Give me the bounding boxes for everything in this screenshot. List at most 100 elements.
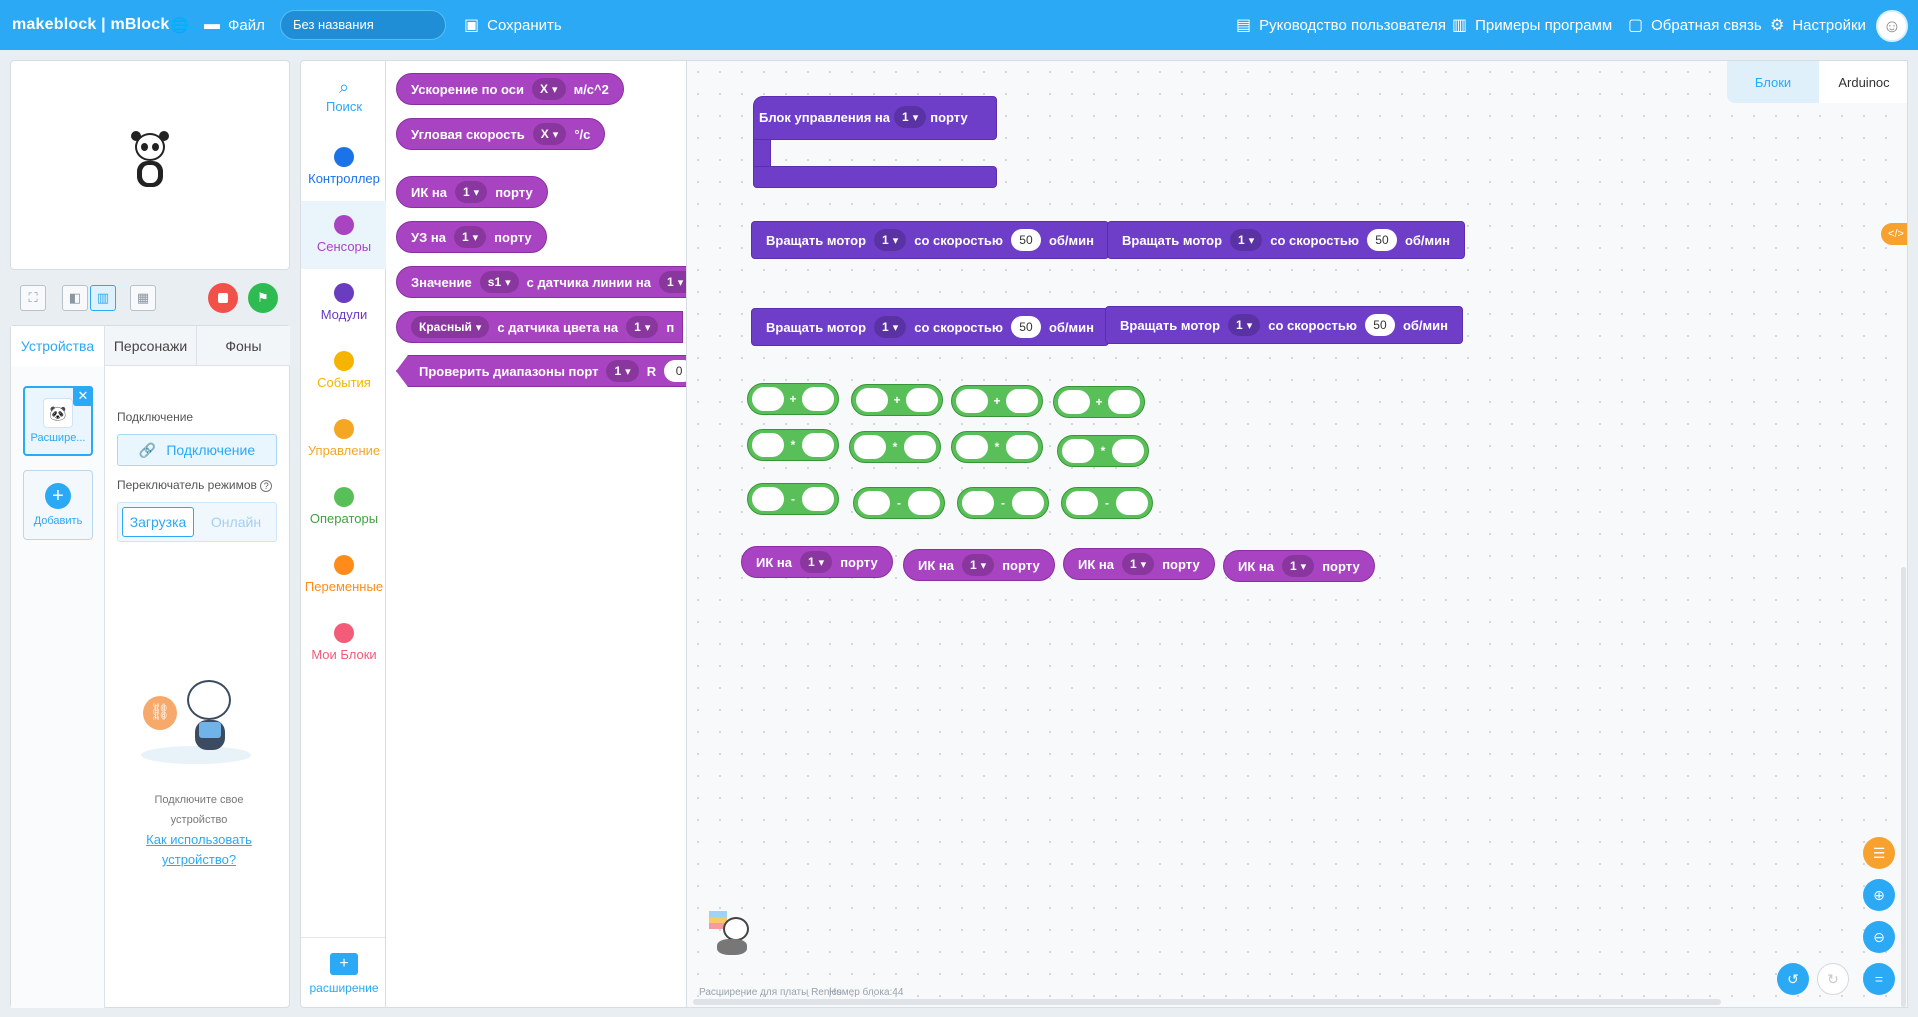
category-events[interactable]: События (301, 337, 387, 405)
clean-up-icon[interactable]: ☰ (1863, 837, 1895, 869)
palette-color-sensor-block[interactable]: Красныйс датчика цвета на1п (396, 311, 684, 343)
motor-port-dropdown[interactable]: 1 (1228, 314, 1261, 336)
category-search[interactable]: ⌕ Поиск (325, 77, 363, 114)
operand-input[interactable] (956, 435, 988, 459)
settings-menu[interactable]: ⚙Настройки (1770, 16, 1866, 35)
ir-sensor-block[interactable]: ИК на1порту (1223, 550, 1375, 582)
port-dropdown[interactable]: 1 (453, 226, 487, 248)
subtract-operator-block[interactable]: - (1061, 487, 1153, 519)
range-value-input[interactable]: 0 (664, 360, 686, 382)
save-button[interactable]: ▣Сохранить (464, 16, 562, 35)
port-dropdown[interactable]: 1 (1281, 555, 1315, 577)
vertical-scrollbar[interactable] (1901, 567, 1906, 1007)
operand-input[interactable] (1066, 491, 1098, 515)
horizontal-scrollbar[interactable] (693, 999, 1721, 1005)
speed-input[interactable]: 50 (1366, 229, 1397, 251)
multiply-operator-block[interactable]: * (951, 431, 1043, 463)
palette-acceleration-block[interactable]: Ускорение по осиXм/с^2 (396, 73, 624, 105)
connect-button[interactable]: 🔗Подключение (117, 434, 277, 466)
normal-stage-icon[interactable]: ▥ (90, 285, 116, 311)
port-dropdown[interactable]: 1 (894, 106, 927, 128)
operand-input[interactable] (956, 389, 988, 413)
operand-input[interactable] (801, 433, 834, 457)
tab-blocks[interactable]: Блоки (1727, 61, 1819, 103)
stage-preview[interactable] (10, 60, 290, 270)
tab-sprites[interactable]: Персонажи (105, 326, 197, 366)
howto-link-line1[interactable]: Как использовать (146, 832, 252, 847)
speed-input[interactable]: 50 (1010, 229, 1041, 251)
add-operator-block[interactable]: + (851, 384, 943, 416)
palette-range-check-block[interactable]: Проверить диапазоны порт1R0 (396, 355, 686, 387)
examples-link[interactable]: ▥Примеры программ (1452, 16, 1613, 35)
small-stage-icon[interactable]: ◧ (62, 285, 88, 311)
code-workspace[interactable]: Блоки Arduinoc </> Блок управления на1по… (686, 60, 1908, 1008)
undo-icon[interactable]: ↺ (1777, 963, 1809, 995)
language-globe-icon[interactable]: 🌐 (170, 17, 189, 34)
ir-sensor-block[interactable]: ИК на1порту (741, 546, 893, 578)
tab-backdrops[interactable]: Фоны (197, 326, 290, 366)
tab-arduinoc[interactable]: Arduinoc (1819, 61, 1907, 103)
palette-ir-block[interactable]: ИК на1порту (396, 176, 548, 208)
port-dropdown[interactable]: 1 (799, 551, 833, 573)
port-dropdown[interactable]: 1 (961, 554, 995, 576)
operand-input[interactable] (1058, 390, 1090, 414)
operand-input[interactable] (903, 435, 936, 459)
color-dropdown[interactable]: Красный (411, 316, 490, 338)
port-dropdown[interactable]: 1 (1121, 553, 1155, 575)
sensor-dropdown[interactable]: s1 (479, 271, 519, 293)
motor-port-dropdown[interactable]: 1 (874, 316, 907, 338)
subtract-operator-block[interactable]: - (957, 487, 1049, 519)
add-operator-block[interactable]: + (747, 383, 839, 415)
port-dropdown[interactable]: 1 (659, 271, 686, 293)
add-device-button[interactable]: + Добавить (23, 470, 93, 540)
multiply-operator-block[interactable]: * (849, 431, 941, 463)
operand-input[interactable] (908, 491, 940, 515)
operand-input[interactable] (1005, 389, 1038, 413)
operand-input[interactable] (1005, 435, 1038, 459)
tab-devices[interactable]: Устройства (11, 326, 105, 366)
green-flag-button[interactable]: ⚑ (248, 283, 278, 313)
howto-link-line2[interactable]: устройство? (161, 852, 237, 867)
operand-input[interactable] (1107, 390, 1140, 414)
fullscreen-icon[interactable]: ⛶ (20, 285, 46, 311)
operand-input[interactable] (752, 433, 784, 457)
mode-online-button[interactable]: Онлайн (210, 514, 262, 530)
extension-button[interactable]: + расширение (309, 953, 379, 995)
feedback-link[interactable]: ▢Обратная связь (1628, 16, 1762, 35)
operand-input[interactable] (962, 491, 994, 515)
port-dropdown[interactable]: 1 (626, 316, 659, 338)
category-operators[interactable]: Операторы (301, 473, 387, 541)
operand-input[interactable] (752, 387, 784, 411)
operand-input[interactable] (1111, 439, 1144, 463)
add-operator-block[interactable]: + (951, 385, 1043, 417)
operand-input[interactable] (1012, 491, 1044, 515)
stop-button[interactable] (208, 283, 238, 313)
ir-sensor-block[interactable]: ИК на1порту (1063, 548, 1215, 580)
operand-input[interactable] (1116, 491, 1148, 515)
axis-dropdown[interactable]: X (532, 78, 566, 100)
grid-view-icon[interactable]: ▦ (130, 285, 156, 311)
redo-icon[interactable]: ↻ (1817, 963, 1849, 995)
operand-input[interactable] (858, 491, 890, 515)
port-dropdown[interactable]: 1 (606, 360, 639, 382)
motor-port-dropdown[interactable]: 1 (874, 229, 907, 251)
device-card[interactable]: 🐼 Расшире... ✕ (23, 386, 93, 456)
user-guide-link[interactable]: ▤Руководство пользователя (1236, 16, 1446, 35)
palette-line-sensor-block[interactable]: Значениеs1с датчика линии на1 (396, 266, 686, 298)
category-sensors[interactable]: Сенсоры (301, 201, 387, 269)
add-operator-block[interactable]: + (1053, 386, 1145, 418)
user-avatar[interactable]: ☺ (1876, 10, 1908, 42)
zoom-in-icon[interactable]: ⊕ (1863, 879, 1895, 911)
axis-dropdown[interactable]: X (532, 123, 567, 145)
palette-ultrasonic-block[interactable]: УЗ на1порту (396, 221, 547, 253)
zoom-reset-icon[interactable]: = (1863, 963, 1895, 995)
operand-input[interactable] (854, 435, 886, 459)
category-control[interactable]: Управление (301, 405, 387, 473)
speed-input[interactable]: 50 (1010, 316, 1041, 338)
subtract-operator-block[interactable]: - (853, 487, 945, 519)
